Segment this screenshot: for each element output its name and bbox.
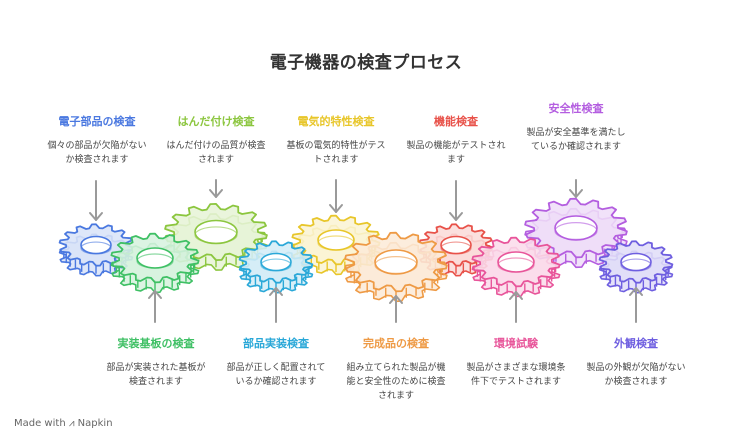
step-top-1: 電子部品の検査 個々の部品が欠陥がないか検査されます bbox=[37, 113, 157, 167]
arrow-up-icon bbox=[148, 290, 162, 323]
step-description: 製品が安全基準を満たしているか確認されます bbox=[526, 128, 626, 152]
arrow-up-icon bbox=[629, 287, 643, 323]
footer: Made with ⩘ Napkin bbox=[14, 418, 113, 429]
step-description: 製品がさまざまな環境条件下でテストされます bbox=[466, 363, 566, 387]
arrow-down-icon bbox=[569, 179, 583, 198]
gear-2-icon bbox=[110, 232, 200, 294]
napkin-logo-icon: ⩘ bbox=[68, 418, 75, 429]
step-bottom-1: 実装基板の検査 部品が実装された基板が検査されます bbox=[96, 335, 216, 389]
step-title: 電子部品の検査 bbox=[58, 115, 136, 128]
step-bottom-2: 部品実装検査 部品が正しく配置されているか確認されます bbox=[216, 335, 336, 389]
step-description: はんだ付けの品質が検査されます bbox=[166, 141, 266, 165]
footer-brand: Napkin bbox=[77, 418, 113, 429]
step-top-2: はんだ付け検査 はんだ付けの品質が検査されます bbox=[156, 113, 276, 167]
step-bottom-4: 環境試験 製品がさまざまな環境条件下でテストされます bbox=[456, 335, 576, 389]
step-title: 外観検査 bbox=[614, 337, 658, 350]
step-bottom-5: 外観検査 製品の外観が欠陥がないか検査されます bbox=[576, 335, 696, 389]
arrow-up-icon bbox=[509, 291, 523, 323]
page-title: 電子機器の検査プロセス bbox=[269, 53, 463, 73]
step-title: 安全性検査 bbox=[548, 102, 604, 115]
step-title: 機能検査 bbox=[434, 115, 478, 128]
footer-made-with: Made with bbox=[14, 418, 66, 429]
arrow-down-icon bbox=[209, 179, 223, 198]
step-description: 部品が実装された基板が検査されます bbox=[106, 363, 206, 387]
step-top-3: 電気的特性検査 基板の電気的特性がテストされます bbox=[276, 113, 396, 167]
arrow-down-icon bbox=[89, 180, 103, 221]
step-bottom-3: 完成品の検査 組み立てられた製品が機能と安全性のために検査されます bbox=[336, 335, 456, 403]
gear-10-icon bbox=[598, 240, 674, 294]
step-title: はんだ付け検査 bbox=[177, 115, 255, 128]
gear-8-icon bbox=[471, 236, 561, 298]
step-description: 製品の機能がテストされます bbox=[406, 141, 506, 165]
arrow-down-icon bbox=[449, 180, 463, 221]
step-title: 環境試験 bbox=[494, 337, 538, 350]
gear-6-icon bbox=[344, 231, 448, 303]
step-description: 組み立てられた製品が機能と安全性のために検査されます bbox=[346, 363, 446, 401]
step-top-4: 機能検査 製品の機能がテストされます bbox=[396, 113, 516, 167]
step-title: 実装基板の検査 bbox=[117, 337, 195, 350]
step-description: 製品の外観が欠陥がないか検査されます bbox=[586, 363, 686, 387]
step-title: 完成品の検査 bbox=[363, 337, 429, 350]
gear-4-icon bbox=[238, 240, 314, 294]
step-description: 部品が正しく配置されているか確認されます bbox=[226, 363, 326, 387]
step-description: 基板の電気的特性がテストされます bbox=[286, 141, 386, 165]
arrow-down-icon bbox=[329, 179, 343, 213]
arrow-up-icon bbox=[389, 295, 403, 323]
arrow-up-icon bbox=[269, 287, 283, 323]
step-title: 電気的特性検査 bbox=[297, 115, 375, 128]
step-description: 個々の部品が欠陥がないか検査されます bbox=[47, 141, 147, 165]
step-title: 部品実装検査 bbox=[243, 337, 309, 350]
step-top-5: 安全性検査 製品が安全基準を満たしているか確認されます bbox=[516, 100, 636, 154]
gear-9-icon bbox=[524, 197, 628, 269]
